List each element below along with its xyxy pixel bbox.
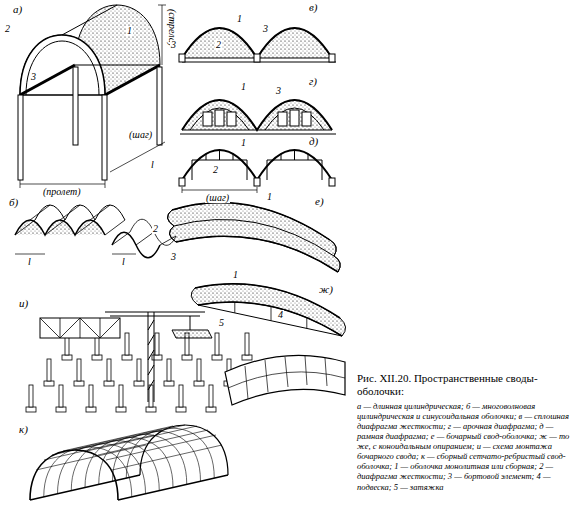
callout-number: 1 bbox=[126, 26, 133, 36]
column bbox=[176, 385, 186, 412]
panel-letter: ж) bbox=[318, 284, 334, 295]
column bbox=[86, 385, 96, 412]
rib-mesh bbox=[36, 425, 222, 497]
transverse-rib bbox=[44, 447, 132, 497]
figure-title: Рис. XII.20. Пространственные своды-обол… bbox=[357, 372, 579, 398]
callout-number: 2 bbox=[215, 40, 222, 50]
column bbox=[134, 359, 144, 386]
column bbox=[116, 385, 126, 412]
column bbox=[56, 385, 66, 412]
callout-number: 1 bbox=[240, 138, 247, 148]
callout-number: 1 bbox=[232, 270, 239, 280]
dimension-label: l bbox=[121, 257, 126, 267]
arched-diaphragm bbox=[180, 100, 336, 134]
longitudinal-rib bbox=[87, 426, 197, 451]
callout-number: 2 bbox=[4, 24, 11, 34]
mesh-ribbed-vault bbox=[30, 425, 228, 500]
assembly-scheme bbox=[26, 312, 345, 412]
callout-number: 1 bbox=[240, 82, 247, 92]
dimension-label: (шаг) bbox=[128, 130, 153, 140]
panel-letter: е) bbox=[314, 196, 325, 207]
longitudinal-rib bbox=[98, 430, 208, 455]
longitudinal-rib bbox=[63, 426, 173, 451]
dimension-label: (шаг) bbox=[205, 193, 230, 203]
assembled-vault bbox=[225, 355, 345, 405]
callout-number: 3 bbox=[170, 252, 177, 262]
long-cylindrical-shell bbox=[18, 5, 166, 188]
column bbox=[44, 359, 54, 386]
barrel-vault-shell bbox=[167, 203, 340, 272]
callout-number: 1 bbox=[236, 14, 243, 24]
panel-letter: и) bbox=[18, 298, 29, 309]
transverse-rib bbox=[58, 444, 146, 494]
panel-letter: д) bbox=[308, 136, 319, 147]
solid-diaphragm bbox=[179, 28, 336, 62]
callout-number: 2 bbox=[152, 224, 159, 234]
callout-number: 5 bbox=[218, 318, 225, 328]
callout-number: 3 bbox=[170, 40, 177, 50]
panel-letter: г) bbox=[308, 76, 318, 87]
column-grid bbox=[26, 333, 252, 412]
dimension-label: l bbox=[27, 257, 32, 267]
callout-number: 2 bbox=[212, 165, 219, 175]
callout-number: 3 bbox=[30, 72, 37, 82]
column bbox=[242, 333, 252, 360]
column bbox=[194, 359, 204, 386]
callout-number: 1 bbox=[266, 192, 273, 202]
panel-letter: в) bbox=[308, 2, 318, 13]
frame-diaphragm bbox=[179, 150, 335, 193]
dimension-label: (пролет) bbox=[42, 187, 82, 197]
column bbox=[212, 333, 222, 360]
longitudinal-rib bbox=[106, 435, 216, 460]
figure-caption: а — длинная цилиндрическая; б — многовол… bbox=[357, 401, 579, 491]
column bbox=[74, 359, 84, 386]
column bbox=[104, 359, 114, 386]
longitudinal-rib bbox=[75, 425, 185, 450]
column bbox=[26, 385, 36, 412]
panel-letter: а) bbox=[12, 4, 23, 15]
column bbox=[122, 333, 132, 360]
mounting-crane bbox=[105, 312, 212, 402]
callout-number: 3 bbox=[262, 24, 269, 34]
callout-number: 4 bbox=[277, 310, 284, 320]
panel-letter: к) bbox=[18, 424, 29, 435]
column bbox=[164, 359, 174, 386]
assembly-frame bbox=[40, 318, 120, 338]
callout-number: 3 bbox=[275, 86, 282, 96]
conoidal-barrel-shell bbox=[191, 284, 345, 336]
column bbox=[206, 385, 216, 412]
panel-letter: б) bbox=[8, 197, 19, 208]
longitudinal-rib bbox=[112, 445, 222, 470]
multi-wave-shells bbox=[15, 205, 176, 258]
dimension-label: l bbox=[150, 160, 155, 170]
